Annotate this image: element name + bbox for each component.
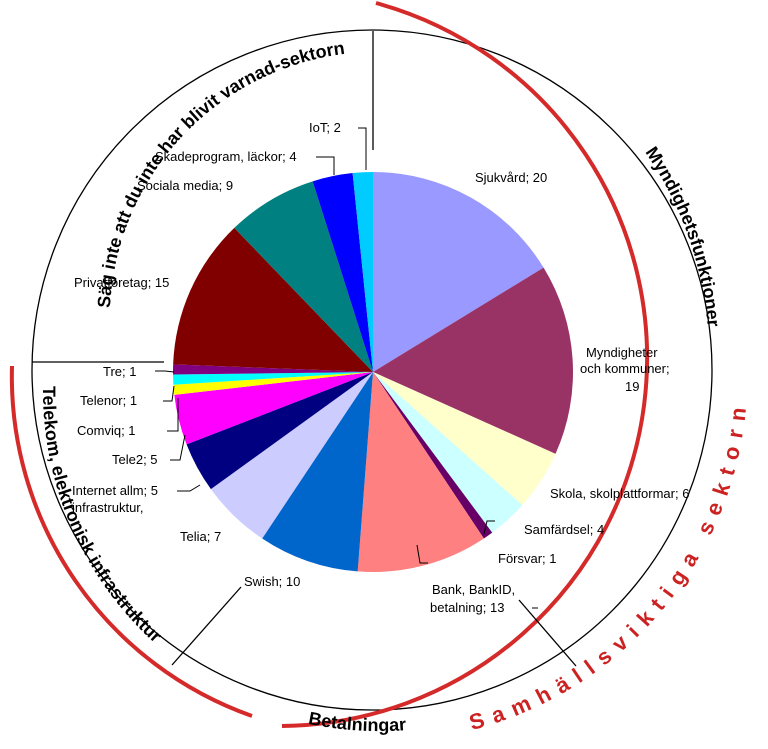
label-comviq: Comviq; 1 xyxy=(77,423,136,438)
pie-slice-10 xyxy=(173,372,373,395)
red-arc-right xyxy=(281,1,650,728)
label-myndigheter-1: Myndigheter xyxy=(586,345,658,360)
label-bank-2: betalning; 13 xyxy=(430,600,504,615)
label-sjukvard: Sjukvård; 20 xyxy=(475,170,547,185)
label-skola: Skola, skolplattformar; 6 xyxy=(550,486,689,501)
label-sociala: Sociala media; 9 xyxy=(137,178,233,193)
pie-slice-16 xyxy=(352,172,373,372)
pie-slice-15 xyxy=(312,173,373,372)
divider-bottom-left xyxy=(171,586,242,666)
label-myndigheter-3: 19 xyxy=(625,379,639,394)
leader-lines xyxy=(155,127,538,609)
pie-slice-11 xyxy=(173,372,373,385)
sector-myndighetsfunktioner: Myndighetsfunktioner xyxy=(642,143,724,327)
outer-ring xyxy=(31,29,713,711)
pie-slice-1 xyxy=(373,267,573,454)
pie-slice-5 xyxy=(357,372,484,572)
label-internet-2: infrastruktur, xyxy=(72,500,144,515)
label-skadeprogram: Skadeprogram, läckor; 4 xyxy=(155,149,297,164)
label-tele2: Tele2; 5 xyxy=(112,452,158,467)
pie-slice-12 xyxy=(173,364,373,375)
red-arc-left xyxy=(9,365,253,718)
label-tre: Tre; 1 xyxy=(103,364,136,379)
label-myndigheter-2: och kommuner; xyxy=(580,361,670,376)
pie-slice-8 xyxy=(186,372,373,490)
pie-slice-7 xyxy=(210,372,373,539)
pie-slice-4 xyxy=(373,372,493,539)
label-bank-1: Bank, BankID, xyxy=(432,582,515,597)
divider-bottom-right xyxy=(518,599,577,667)
label-telenor: Telenor; 1 xyxy=(80,393,137,408)
pie-slices xyxy=(173,172,573,572)
pie-slice-3 xyxy=(373,372,523,533)
pie-slice-6 xyxy=(262,372,373,572)
pie-slice-13 xyxy=(173,227,373,372)
sector-betalningar: Betalningar xyxy=(307,708,407,735)
pie-slice-14 xyxy=(234,181,373,372)
label-telia: Telia; 7 xyxy=(180,529,221,544)
pie-slice-9 xyxy=(174,372,373,445)
pie-slice-2 xyxy=(373,372,556,506)
label-swish: Swish; 10 xyxy=(244,574,300,589)
label-samfardsel: Samfärdsel; 4 xyxy=(524,522,604,537)
label-internet-1: Internet allm; 5 xyxy=(72,483,158,498)
pie-slice-0 xyxy=(373,172,544,372)
label-forsvar: Försvar; 1 xyxy=(498,551,557,566)
label-privat: Privatföretag; 15 xyxy=(74,275,169,290)
label-iot: IoT; 2 xyxy=(309,120,341,135)
